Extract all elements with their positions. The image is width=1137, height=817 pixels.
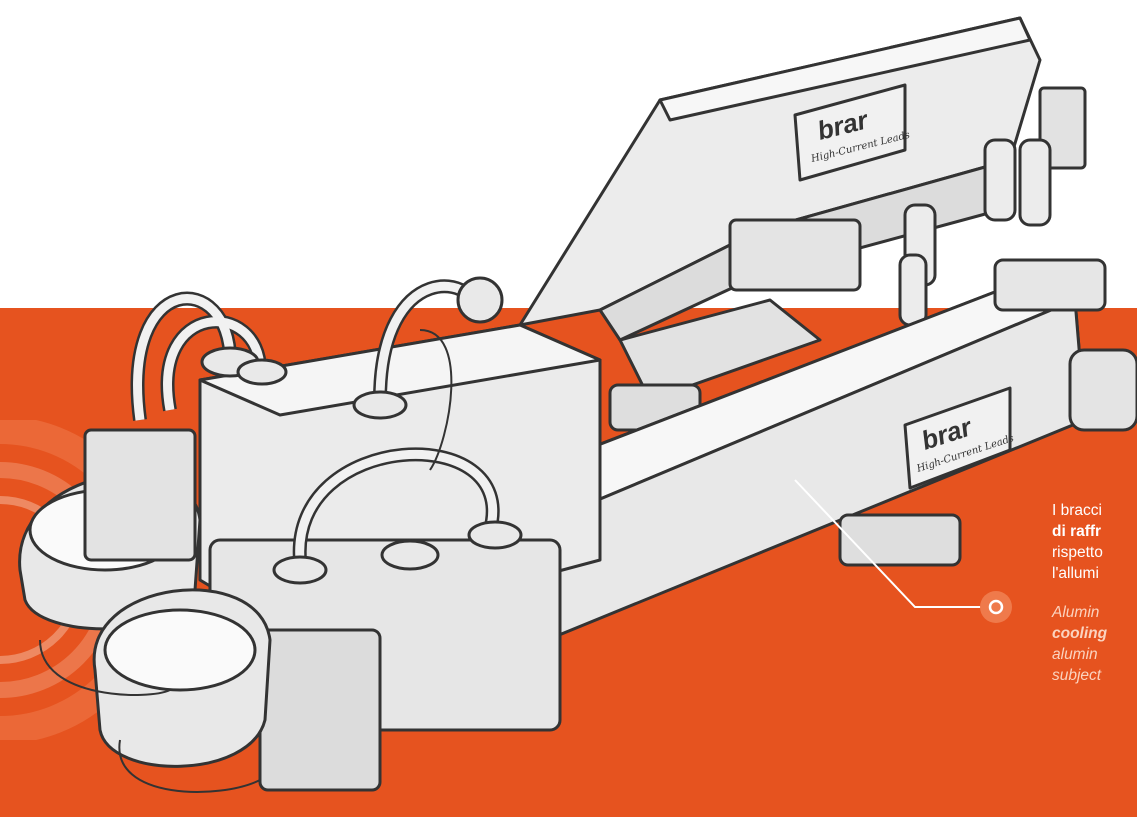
en-line-3: alumin (1052, 646, 1098, 663)
description-italian: I bracci di raffr rispetto l'allumi (1052, 500, 1137, 584)
it-line-4: l'allumi (1052, 565, 1099, 582)
it-line-2: di raffr (1052, 523, 1102, 540)
description-english: Alumin cooling alumin subject (1052, 602, 1137, 686)
it-line-3: rispetto (1052, 544, 1103, 561)
upper-arm: brar High-Current Leads (518, 16, 1087, 432)
target-dot-icon[interactable] (980, 591, 1012, 623)
description-text: I bracci di raffr rispetto l'allumi Alum… (1052, 500, 1137, 686)
en-line-4: subject (1052, 667, 1102, 684)
en-line-2: cooling (1052, 625, 1108, 642)
it-line-1: I bracci (1052, 502, 1102, 519)
en-line-1: Alumin (1052, 604, 1100, 621)
clamp-rings (18, 428, 272, 768)
